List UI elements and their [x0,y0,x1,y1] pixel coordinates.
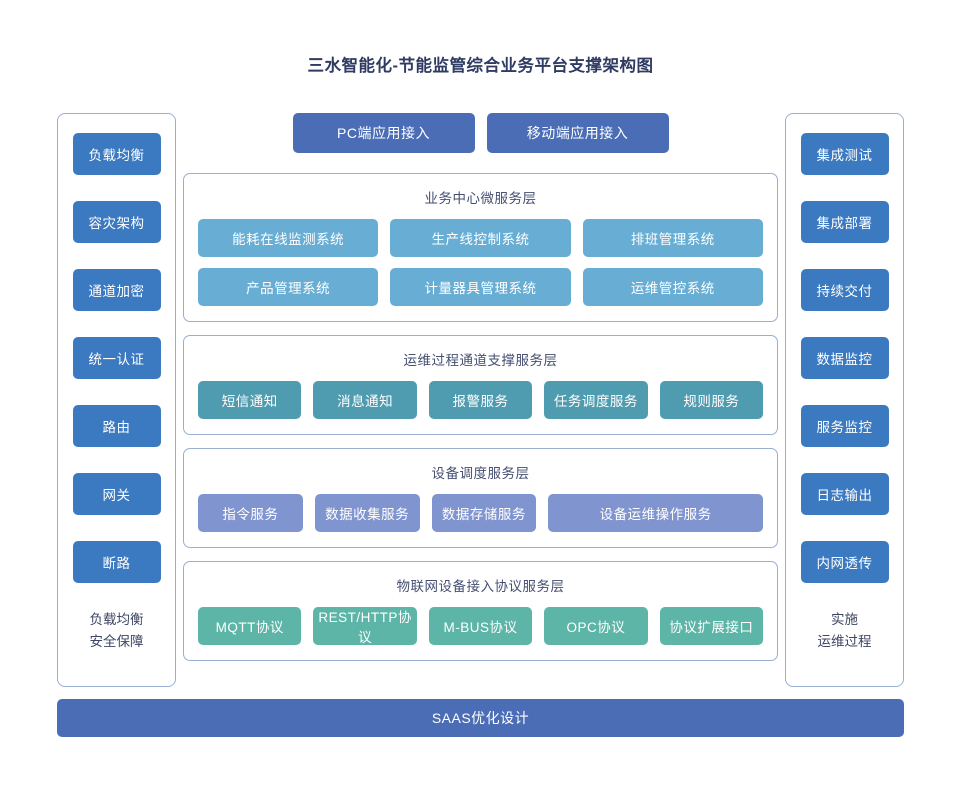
left-sidebar-footer-line1: 负载均衡 [89,612,144,627]
service-chip-3-0-0[interactable]: MQTT协议 [198,607,302,645]
layer-1-row-0: 短信通知消息通知报警服务任务调度服务规则服务 [198,381,764,419]
service-chip-2-0-0[interactable]: 指令服务 [198,494,303,532]
diagram-body: 负载均衡容灾架构通道加密统一认证路由网关断路负载均衡安全保障 PC端应用接入移动… [57,113,904,687]
left-sidebar-item-0[interactable]: 负载均衡 [72,133,161,175]
service-chip-1-0-1[interactable]: 消息通知 [313,381,417,419]
left-sidebar-footer: 负载均衡安全保障 [90,609,144,672]
service-chip-3-0-2[interactable]: M-BUS协议 [428,607,533,645]
access-button-1[interactable]: 移动端应用接入 [486,113,669,153]
left-sidebar-item-3[interactable]: 统一认证 [72,337,161,379]
layer-panel-1: 运维过程通道支撑服务层短信通知消息通知报警服务任务调度服务规则服务 [183,335,778,435]
service-chip-2-0-1[interactable]: 数据收集服务 [314,494,420,532]
service-chip-3-0-4[interactable]: 协议扩展接口 [659,607,764,645]
right-sidebar-item-5[interactable]: 日志输出 [800,473,889,515]
right-sidebar-footer-line1: 实施 [831,612,858,627]
right-sidebar-item-2[interactable]: 持续交付 [800,269,889,311]
layer-title-3: 物联网设备接入协议服务层 [396,579,565,594]
service-chip-1-0-0[interactable]: 短信通知 [198,381,302,419]
left-sidebar-item-5[interactable]: 网关 [72,473,161,515]
service-chip-1-0-4[interactable]: 规则服务 [659,381,764,419]
left-sidebar-item-6[interactable]: 断路 [72,541,161,583]
right-sidebar-item-0[interactable]: 集成测试 [800,133,889,175]
layer-panel-3: 物联网设备接入协议服务层 MQTT协议 REST/HTTP协议 M-BUS协议 OPC协… [183,561,778,661]
right-sidebar-panel: 集成测试集成部署持续交付数据监控服务监控日志输出内网透传实施运维过程 [785,113,904,687]
layer-0-row-0: 能耗在线监测系统生产线控制系统排班管理系统 [198,219,763,257]
layer-2-row-0: 指令服务数据收集服务数据存储服务设备运维操作服务 [198,494,763,532]
right-sidebar-item-6[interactable]: 内网透传 [800,541,889,583]
left-sidebar-footer-line2: 安全保障 [89,634,144,650]
service-chip-0-1-1[interactable]: 计量器具管理系统 [390,268,571,306]
left-sidebar-item-1[interactable]: 容灾架构 [72,201,161,243]
service-chip-2-0-2[interactable]: 数据存储服务 [431,494,537,532]
access-button-0[interactable]: PC端应用接入 [292,113,475,153]
service-chip-0-0-0[interactable]: 能耗在线监测系统 [198,219,379,257]
service-chip-0-0-1[interactable]: 生产线控制系统 [390,219,571,257]
right-sidebar-item-1[interactable]: 集成部署 [800,201,889,243]
layer-title-0: 业务中心微服务层 [424,191,537,206]
left-sidebar-item-2[interactable]: 通道加密 [72,269,161,311]
page-title: 三水智能化-节能监管综合业务平台支撑架构图 [307,57,654,75]
service-chip-3-0-1[interactable]: REST/HTTP协议 [313,607,417,645]
layer-3-row-0: MQTT协议 REST/HTTP协议 M-BUS协议 OPC协议协议扩展接口 [198,607,764,645]
saas-bottom-bar[interactable]: SAAS优化设计 [57,698,904,737]
right-sidebar-item-3[interactable]: 数据监控 [800,337,889,379]
diagram-canvas: 负载均衡容灾架构通道加密统一认证路由网关断路负载均衡安全保障 PC端应用接入移动… [57,113,904,737]
right-sidebar-footer-line2: 运维过程 [817,634,872,650]
service-chip-2-0-3[interactable]: 设备运维操作服务 [548,494,763,532]
service-chip-1-0-3[interactable]: 任务调度服务 [544,381,648,419]
layer-panel-0: 业务中心微服务层能耗在线监测系统生产线控制系统排班管理系统产品管理系统计量器具管… [183,173,778,322]
layer-0-row-1: 产品管理系统计量器具管理系统运维管控系统 [198,268,763,306]
right-sidebar-item-4[interactable]: 服务监控 [800,405,889,447]
service-chip-0-1-2[interactable]: 运维管控系统 [582,268,763,306]
layer-stack: 业务中心微服务层能耗在线监测系统生产线控制系统排班管理系统产品管理系统计量器具管… [183,173,778,661]
left-sidebar-panel: 负载均衡容灾架构通道加密统一认证路由网关断路负载均衡安全保障 [57,113,176,687]
layer-title-1: 运维过程通道支撑服务层 [403,353,558,368]
service-chip-1-0-2[interactable]: 报警服务 [428,381,533,419]
layer-title-2: 设备调度服务层 [431,466,530,481]
left-sidebar-item-4[interactable]: 路由 [72,405,161,447]
access-bar: PC端应用接入移动端应用接入 [183,113,778,153]
layer-panel-2: 设备调度服务层指令服务数据收集服务数据存储服务设备运维操作服务 [183,448,778,548]
service-chip-3-0-3[interactable]: OPC协议 [544,607,648,645]
service-chip-0-1-0[interactable]: 产品管理系统 [198,268,379,306]
service-chip-0-0-2[interactable]: 排班管理系统 [582,219,763,257]
center-column: PC端应用接入移动端应用接入 业务中心微服务层能耗在线监测系统生产线控制系统排班… [183,113,778,687]
right-sidebar-footer: 实施运维过程 [818,609,872,672]
